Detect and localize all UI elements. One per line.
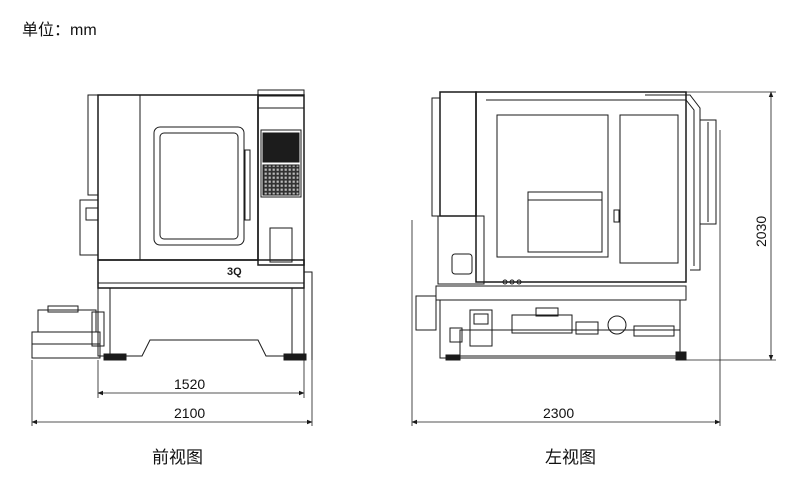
door-handle xyxy=(244,149,251,221)
unit-label: 单位：mm xyxy=(22,22,97,39)
dim-label-2100: 2100 xyxy=(174,405,205,421)
side-view-caption: 左视图 xyxy=(545,448,596,467)
side-door xyxy=(496,114,609,258)
front-view-caption: 前视图 xyxy=(152,448,203,467)
side-coolant-tank xyxy=(459,329,681,357)
side-pump xyxy=(469,309,493,347)
front-view xyxy=(31,89,313,361)
front-foot-right xyxy=(283,353,307,361)
front-upper-base xyxy=(97,259,305,289)
dim-label-2030: 2030 xyxy=(753,216,769,247)
side-window xyxy=(527,191,603,253)
front-left-panel xyxy=(87,94,99,196)
side-cabinet xyxy=(475,91,687,283)
side-base xyxy=(439,299,681,359)
dim-label-2300: 2300 xyxy=(543,405,574,421)
front-logo: 3Q xyxy=(227,266,242,278)
front-dimensions xyxy=(31,360,313,426)
front-chip-tank xyxy=(31,331,101,359)
side-dimensions xyxy=(411,91,776,426)
side-inspection-window xyxy=(451,253,473,275)
front-control-column xyxy=(257,94,305,266)
control-panel xyxy=(260,129,302,198)
side-rear-column xyxy=(439,91,477,217)
front-foot-left xyxy=(103,353,127,361)
front-base-frame xyxy=(97,288,305,357)
front-cabinet xyxy=(97,94,259,261)
cnc-screen xyxy=(262,132,300,163)
front-door-window xyxy=(153,126,245,246)
side-base-top xyxy=(435,285,687,301)
side-right-panel xyxy=(699,119,717,225)
front-lower-door xyxy=(269,227,293,263)
dim-label-1520: 1520 xyxy=(174,376,205,392)
side-left-unit xyxy=(415,295,437,331)
cnc-keypad xyxy=(262,164,300,196)
side-electric-box xyxy=(437,215,485,285)
side-view xyxy=(415,91,717,361)
